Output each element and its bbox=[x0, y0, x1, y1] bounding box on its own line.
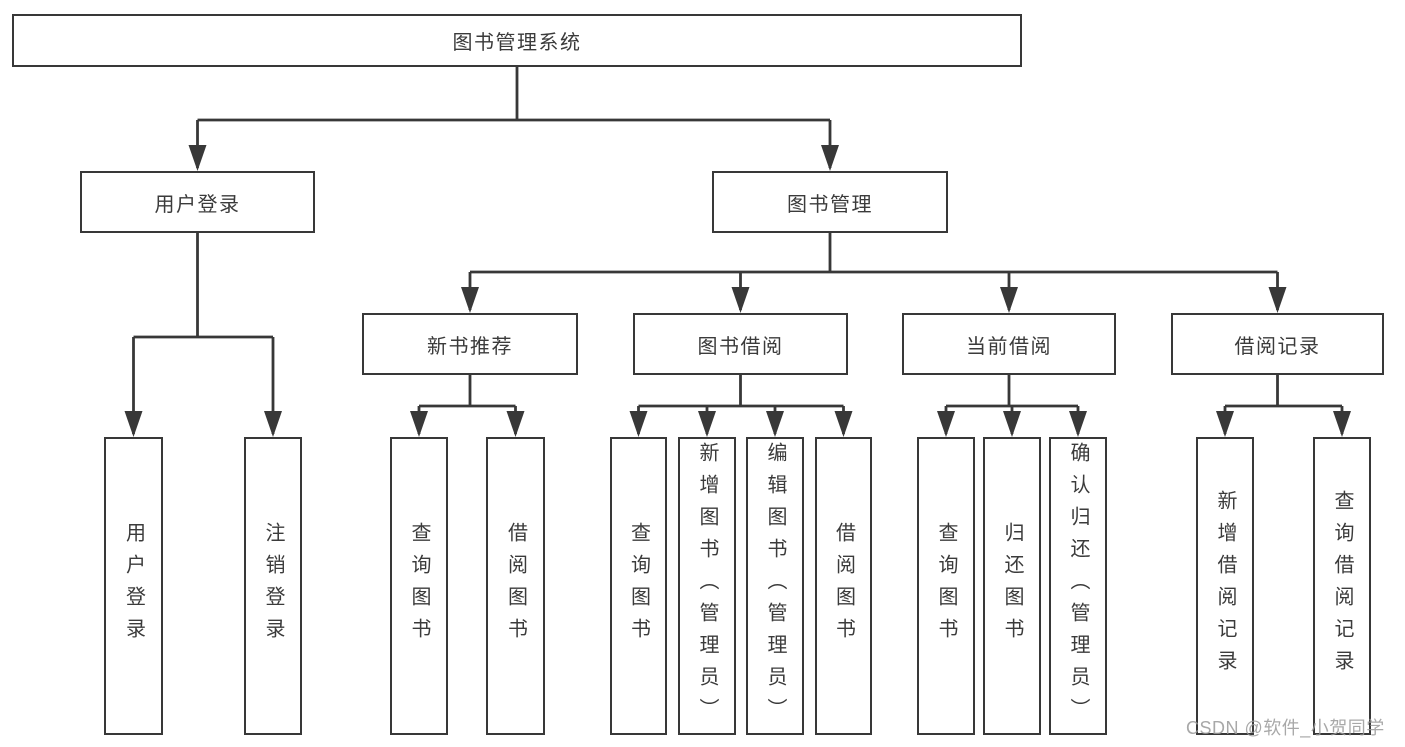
leaf-confirm-return-admin-label: 确认归还（管理员） bbox=[1067, 442, 1089, 730]
leaf-add-books-admin-label: 新增图书（管理员） bbox=[696, 442, 718, 730]
arrowhead-icons bbox=[124, 145, 1351, 437]
leaf-query-books-borrow: 查询图书 bbox=[610, 437, 667, 735]
node-root: 图书管理系统 bbox=[12, 14, 1022, 67]
leaf-query-books-current: 查询图书 bbox=[917, 437, 975, 735]
node-user-login-label: 用户登录 bbox=[154, 193, 241, 216]
node-user-login: 用户登录 bbox=[80, 171, 315, 233]
node-root-label: 图书管理系统 bbox=[452, 32, 582, 54]
leaf-borrow-books-label: 借阅图书 bbox=[832, 522, 855, 650]
leaf-add-books-admin: 新增图书（管理员） bbox=[678, 437, 736, 735]
node-borrowing-records: 借阅记录 bbox=[1171, 313, 1384, 375]
csdn-watermark: CSDN @软件_小贺同学 bbox=[1186, 718, 1385, 738]
node-new-book-recommendation: 新书推荐 bbox=[362, 313, 578, 375]
node-book-management: 图书管理 bbox=[712, 171, 948, 233]
leaf-add-borrow-record-label: 新增借阅记录 bbox=[1214, 490, 1236, 682]
leaf-query-borrow-record: 查询借阅记录 bbox=[1313, 437, 1371, 735]
leaf-borrow-books: 借阅图书 bbox=[815, 437, 872, 735]
node-book-borrowing-label: 图书借阅 bbox=[697, 335, 784, 358]
node-current-borrowing: 当前借阅 bbox=[902, 313, 1116, 375]
leaf-edit-books-admin-label: 编辑图书（管理员） bbox=[764, 442, 786, 730]
leaf-query-books-current-label: 查询图书 bbox=[935, 522, 957, 650]
node-current-borrowing-label: 当前借阅 bbox=[966, 335, 1052, 358]
leaf-query-borrow-record-label: 查询借阅记录 bbox=[1331, 490, 1353, 682]
leaf-return-books-label: 归还图书 bbox=[1001, 522, 1023, 650]
node-borrowing-records-label: 借阅记录 bbox=[1234, 335, 1321, 358]
leaf-edit-books-admin: 编辑图书（管理员） bbox=[746, 437, 804, 735]
node-book-management-label: 图书管理 bbox=[787, 193, 873, 216]
leaf-query-books-borrow-label: 查询图书 bbox=[627, 522, 650, 650]
leaf-borrow-books-recommend: 借阅图书 bbox=[486, 437, 545, 735]
leaf-user-login-label: 用户登录 bbox=[122, 522, 145, 650]
node-new-book-recommendation-label: 新书推荐 bbox=[427, 335, 513, 358]
leaf-query-books-recommend-label: 查询图书 bbox=[408, 522, 430, 650]
leaf-logout-label: 注销登录 bbox=[262, 522, 284, 650]
leaf-borrow-books-recommend-label: 借阅图书 bbox=[504, 522, 527, 650]
leaf-return-books: 归还图书 bbox=[983, 437, 1041, 735]
leaf-confirm-return-admin: 确认归还（管理员） bbox=[1049, 437, 1107, 735]
leaf-query-books-recommend: 查询图书 bbox=[390, 437, 448, 735]
leaf-user-login: 用户登录 bbox=[104, 437, 163, 735]
leaf-add-borrow-record: 新增借阅记录 bbox=[1196, 437, 1254, 735]
connector-lines bbox=[132, 67, 1344, 434]
leaf-logout: 注销登录 bbox=[244, 437, 302, 735]
node-book-borrowing: 图书借阅 bbox=[633, 313, 848, 375]
